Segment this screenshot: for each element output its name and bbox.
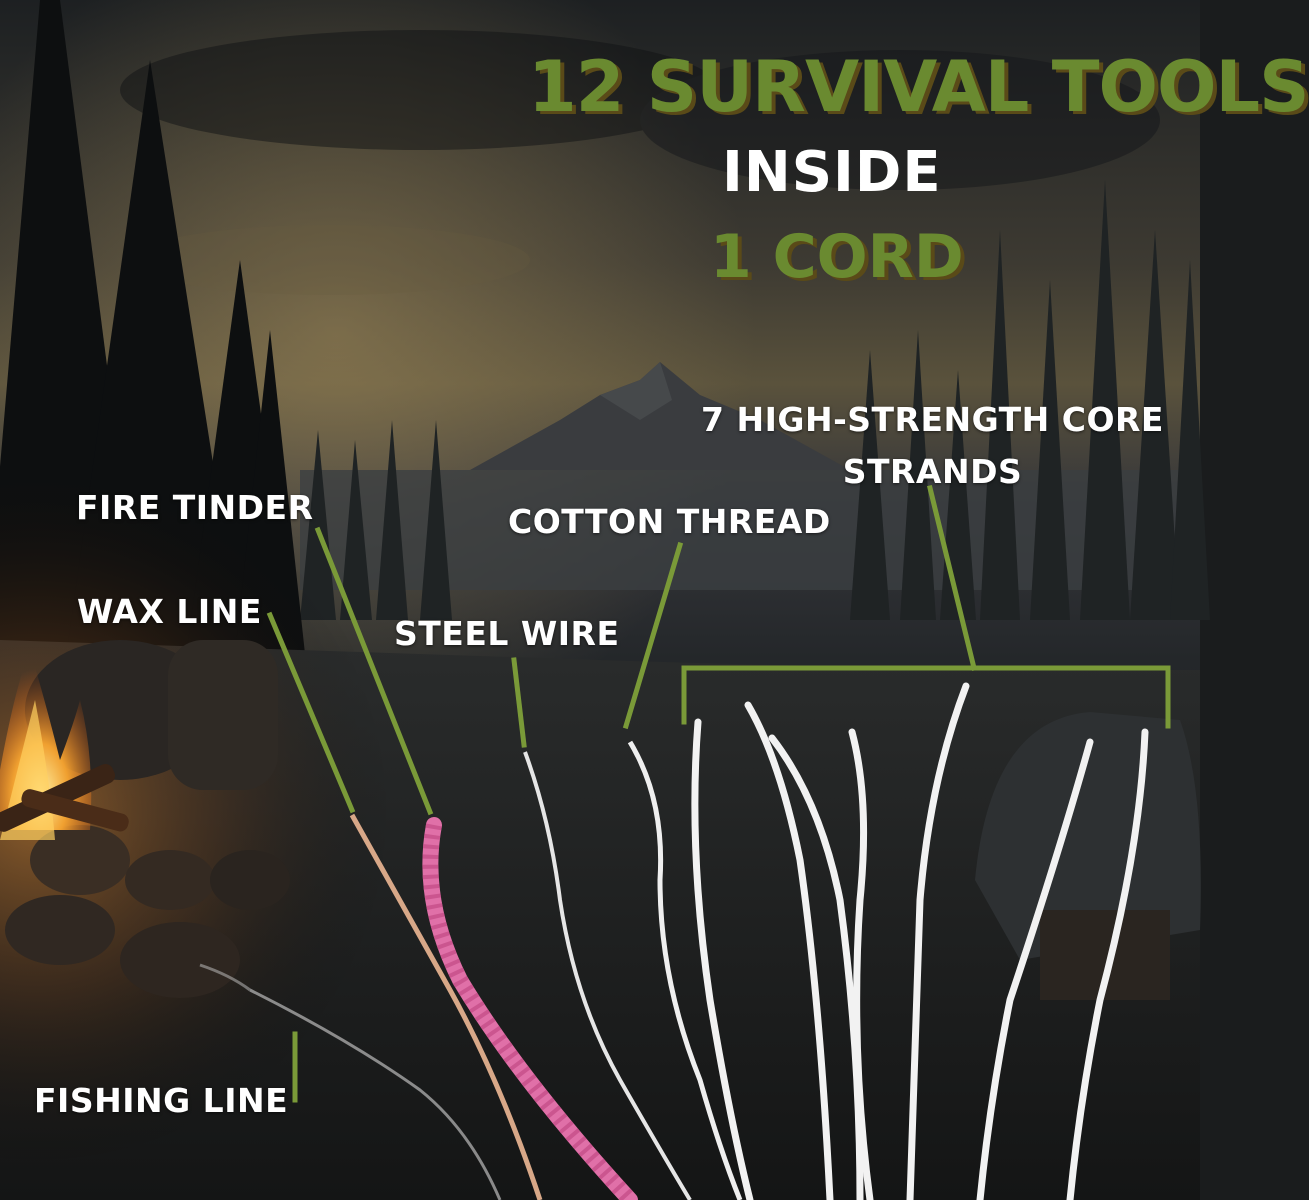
- label-fire-tinder: FIRE TINDER: [76, 488, 314, 527]
- headline-line-1: 12 SURVIVAL TOOLS: [528, 46, 1309, 128]
- core-bracket: [681, 665, 1171, 729]
- steel-wire-pointer: [511, 657, 527, 748]
- headline-line-2: INSIDE: [722, 140, 942, 205]
- wax-line-strand: [349, 813, 543, 1200]
- core-strand-4: [848, 728, 874, 1200]
- callout-lines: [266, 484, 1171, 1103]
- label-fishing-line: FISHING LINE: [34, 1081, 289, 1120]
- core-strand-1: [691, 718, 754, 1200]
- rock-icon: [5, 640, 1201, 1000]
- wax-line-pointer: [266, 611, 356, 814]
- core-strand-7: [1066, 728, 1149, 1200]
- fire-tinder-pointer: [314, 526, 434, 816]
- core-strand-5: [906, 682, 970, 1200]
- core-pointer: [926, 484, 978, 672]
- fishing-line-strand: [249, 988, 502, 1200]
- label-cotton-thread: COTTON THREAD: [508, 502, 831, 541]
- scene-background: [0, 0, 1201, 1200]
- campfire-icon: [0, 650, 129, 840]
- label-core-strands: 7 HIGH-STRENGTH CORE STRANDS: [701, 400, 1164, 491]
- core-strands: [691, 682, 1149, 1200]
- headline-line-3: 1 CORD: [710, 222, 964, 292]
- label-steel-wire: STEEL WIRE: [394, 614, 620, 653]
- cotton-thread-pointer: [622, 541, 684, 730]
- label-wax-line: WAX LINE: [77, 592, 262, 631]
- core-strand-6: [976, 738, 1094, 1200]
- steel-wire-strand: [523, 751, 692, 1200]
- core-strand-2: [744, 701, 834, 1200]
- cotton-thread-strand: [627, 740, 743, 1200]
